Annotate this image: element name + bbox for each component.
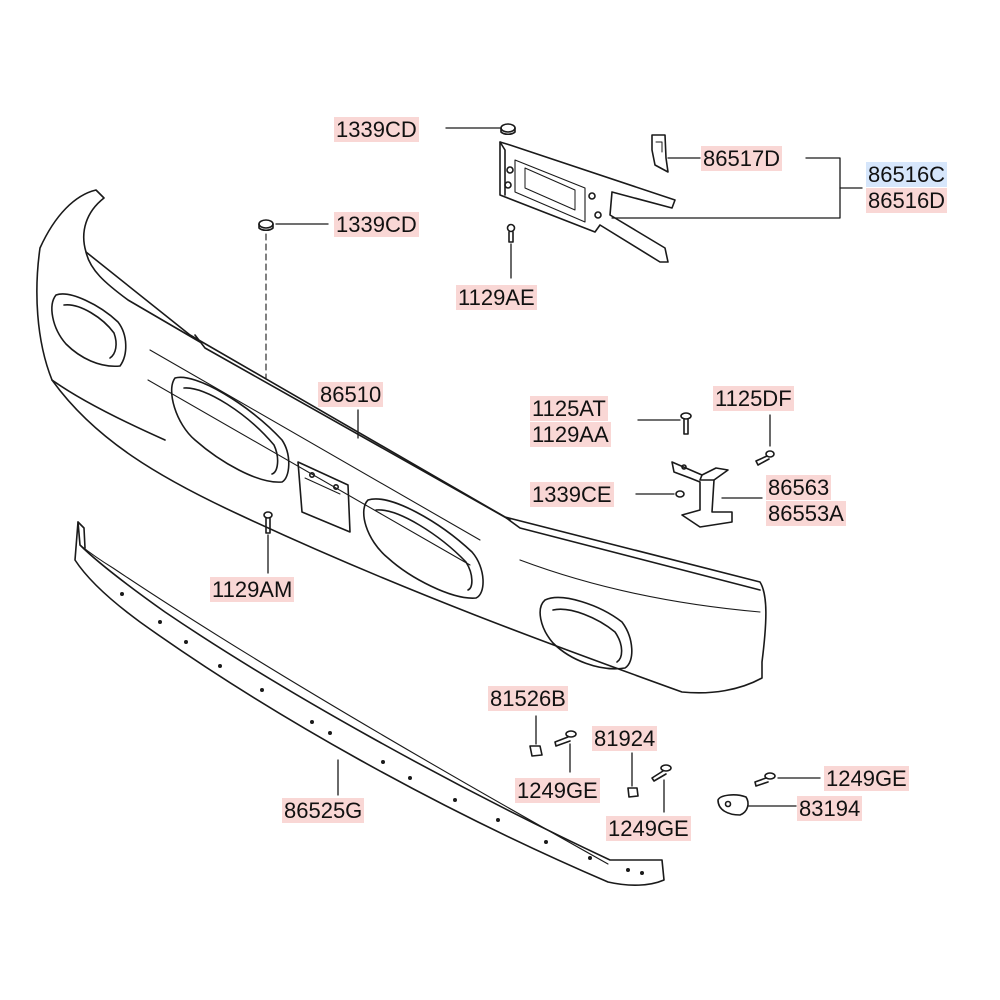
part-label-1339cd-top[interactable]: 1339CD <box>334 117 419 142</box>
part-label-86563[interactable]: 86563 <box>766 475 832 500</box>
part-label-86553a[interactable]: 86553A <box>766 501 846 526</box>
part-label-86510[interactable]: 86510 <box>318 382 384 407</box>
part-label-1249ge-a[interactable]: 1249GE <box>515 778 600 803</box>
part-label-1129am[interactable]: 1129AM <box>210 577 295 602</box>
part-label-1339ce[interactable]: 1339CE <box>530 482 614 507</box>
part-label-1339cd-mid[interactable]: 1339CD <box>334 212 419 237</box>
lower-strip <box>74 521 665 886</box>
part-label-1249ge-c[interactable]: 1249GE <box>824 766 909 791</box>
part-label-83194[interactable]: 83194 <box>797 796 863 821</box>
mounting-bracket <box>499 134 676 263</box>
side-bracket <box>671 461 733 528</box>
part-label-81526b[interactable]: 81526B <box>488 686 568 711</box>
leader-lines <box>267 127 863 813</box>
part-label-86516c[interactable]: 86516C <box>866 162 948 187</box>
part-label-86516d[interactable]: 86516D <box>866 188 948 213</box>
part-label-1125df[interactable]: 1125DF <box>713 386 794 411</box>
part-label-1129aa[interactable]: 1129AA <box>530 422 611 447</box>
part-label-1125at[interactable]: 1125AT <box>530 396 608 421</box>
part-label-86517d[interactable]: 86517D <box>701 146 783 171</box>
part-label-81924[interactable]: 81924 <box>592 726 658 751</box>
bumper-cover <box>36 189 767 694</box>
hardware <box>258 123 776 816</box>
part-label-86525g[interactable]: 86525G <box>282 798 365 823</box>
part-label-1249ge-b[interactable]: 1249GE <box>606 816 691 841</box>
part-label-1129ae[interactable]: 1129AE <box>456 285 537 310</box>
